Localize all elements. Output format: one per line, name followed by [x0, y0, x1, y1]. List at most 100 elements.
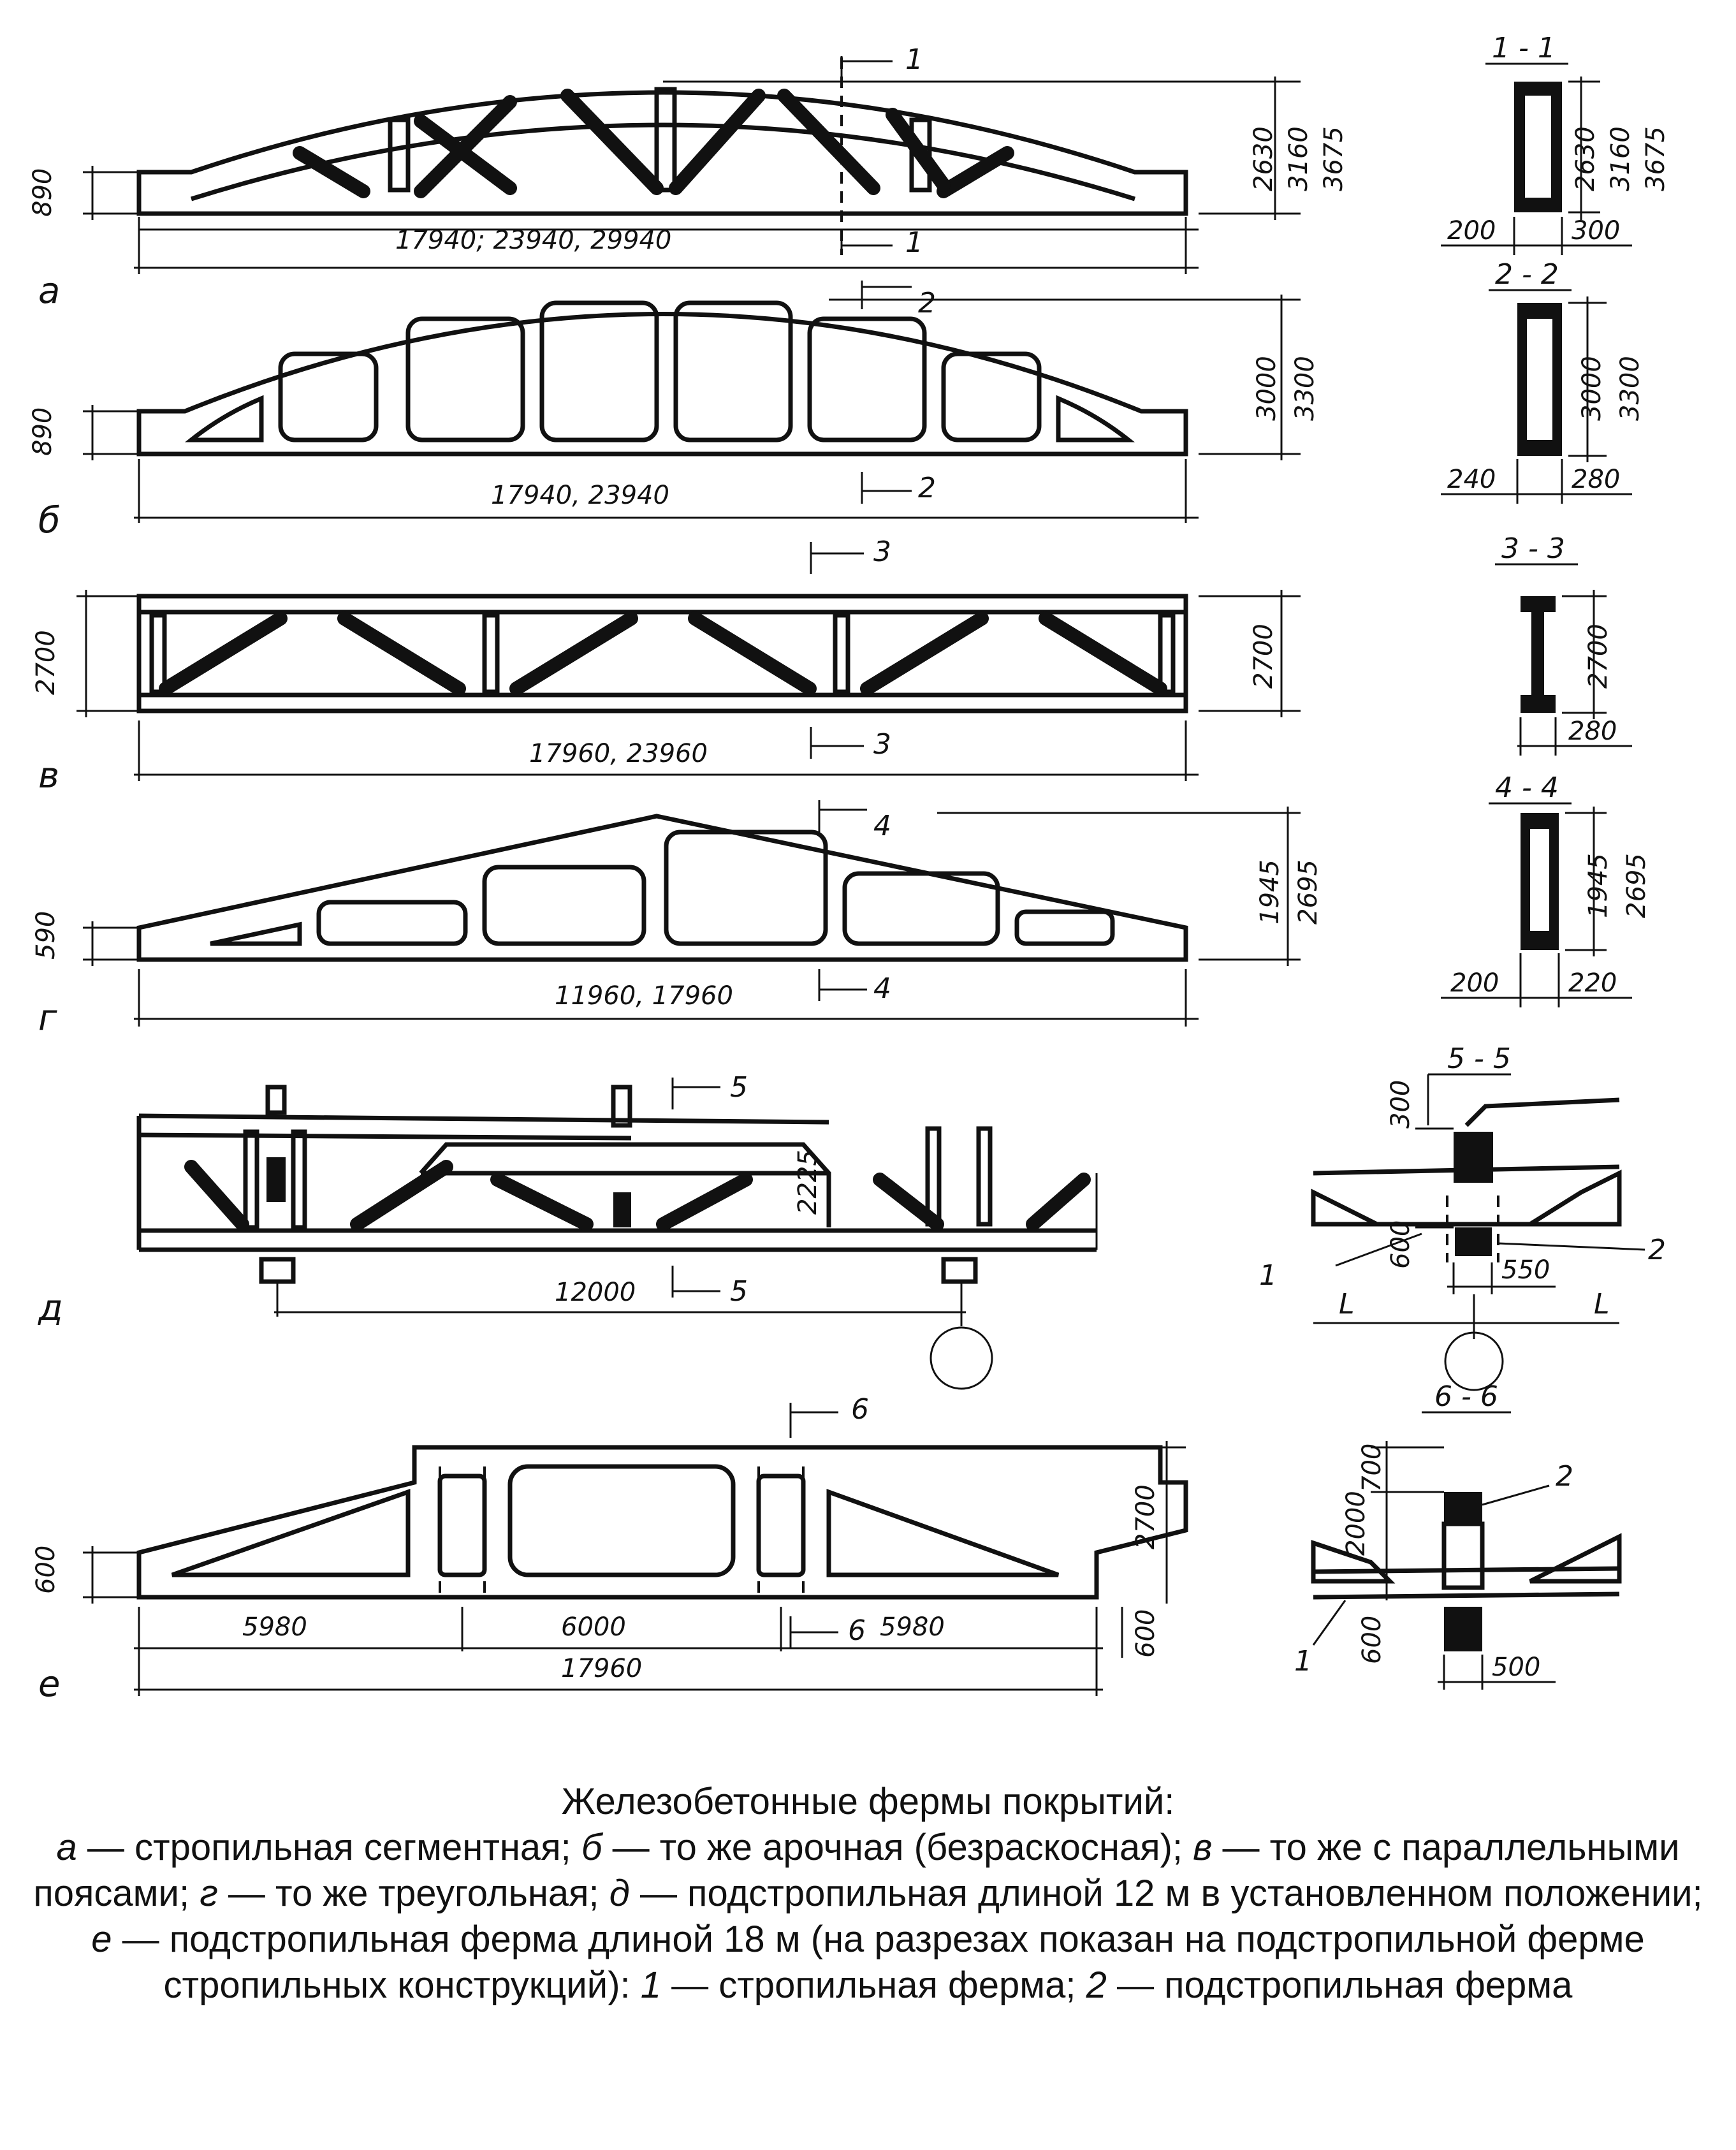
- section-title-5-5: 5 - 5: [1447, 1042, 1511, 1075]
- caption-letter-v: в: [1193, 1827, 1213, 1868]
- caption-letter-a: а: [56, 1827, 77, 1868]
- section-mark-g-bottom: 4: [873, 972, 891, 1005]
- support-height-a: 890: [28, 168, 57, 217]
- callout-e-2: 2: [1556, 1460, 1573, 1493]
- height-v-right: 2700: [1249, 624, 1278, 689]
- support-height-e: 600: [31, 1546, 61, 1594]
- section-dim-3-3: 280: [1568, 717, 1617, 746]
- height-g-2: 2695: [1294, 859, 1323, 925]
- section-dim-6-6-bottom: 600: [1357, 1616, 1387, 1664]
- section-height-2-2-b: 3300: [1616, 356, 1645, 421]
- section-title-2-2: 2 - 2: [1495, 258, 1559, 291]
- section-mark-e-bottom: 6: [848, 1614, 866, 1647]
- callout-d-1: 1: [1259, 1259, 1277, 1292]
- section-dim-5-5-top: 300: [1386, 1080, 1415, 1129]
- height-a-1: 2630: [1249, 126, 1278, 191]
- section-1-1: 1 - 1 2630 3160 3675 200 300: [1441, 32, 1670, 255]
- section-title-4-4: 4 - 4: [1495, 772, 1559, 804]
- panel-letter-v: в: [38, 755, 59, 796]
- section-title-3-3: 3 - 3: [1501, 532, 1565, 565]
- truss-b-arched: [136, 300, 1188, 457]
- caption-title: Железобетонные фермы покрытий:: [561, 1781, 1175, 1822]
- span-e-2: 6000: [561, 1612, 626, 1642]
- section-dim-4-4-left: 200: [1450, 969, 1499, 998]
- truss-b-dimensions: 17940, 23940 890 3000 3300 б 2 2: [28, 281, 1320, 541]
- section-height-1-1-c: 3675: [1641, 126, 1670, 191]
- section-6-6: 6 - 6 700 2000 600 500 2 1: [1294, 1380, 1622, 1690]
- section-dim-2-2-right: 280: [1572, 465, 1620, 494]
- section-5-5: 5 - 5 300 600 550 L L 1 2: [1259, 1042, 1666, 1391]
- truss-a-dimensions: 17940; 23940, 29940 890 2630 3160 3675 а…: [28, 43, 1348, 312]
- caption-text-d: — подстропильная длиной 12 м в установле…: [629, 1873, 1703, 1914]
- section-3-3: 3 - 3 2700 280: [1495, 532, 1632, 756]
- caption-num-1: 1: [640, 1964, 662, 2006]
- caption-letter-g: г: [200, 1873, 218, 1914]
- height-a-3: 3675: [1319, 126, 1348, 191]
- axis-label-right: L: [1594, 1288, 1610, 1320]
- section-mark-e-top: 6: [851, 1393, 869, 1426]
- section-dim-5-5-width: 550: [1501, 1255, 1550, 1285]
- section-mark-d-top: 5: [730, 1071, 748, 1104]
- caption-body: а — стропильная сегментная; б — то же ар…: [26, 1825, 1710, 2008]
- section-height-4-4-a: 1945: [1584, 853, 1613, 918]
- height-b-2: 3300: [1290, 356, 1320, 421]
- section-mark-b-top: 2: [918, 287, 936, 319]
- section-mark-a-top: 1: [905, 43, 923, 76]
- panel-letter-e: е: [38, 1664, 60, 1705]
- caption-text-b: — то же арочная (безраскосная);: [602, 1827, 1193, 1868]
- caption-text-g: — то же треугольная;: [217, 1873, 609, 1914]
- section-dim-6-6-mid: 2000: [1341, 1491, 1371, 1556]
- caption-text-2: — подстропильная ферма: [1106, 1964, 1573, 2006]
- section-mark-v-top: 3: [873, 536, 891, 568]
- truss-a-segmental: [136, 57, 1188, 255]
- panel-letter-d: д: [38, 1287, 63, 1329]
- caption-text-e: — подстропильная ферма длиной 18 м (на р…: [112, 1919, 1645, 2006]
- caption-text-a: — стропильная сегментная;: [77, 1827, 581, 1868]
- truss-e-subrafter-18m: [136, 1445, 1188, 1600]
- section-height-4-4-b: 2695: [1622, 853, 1651, 918]
- panel-letter-g: г: [38, 997, 57, 1039]
- span-a: 17940; 23940, 29940: [395, 226, 671, 255]
- section-mark-a-bottom: 1: [905, 226, 923, 259]
- height-a-2: 3160: [1284, 126, 1313, 191]
- truss-d-subrafter-12m: [136, 1085, 1098, 1390]
- span-v: 17960, 23960: [529, 739, 708, 768]
- support-height-g: 590: [31, 911, 61, 960]
- caption-num-2: 2: [1086, 1964, 1107, 2006]
- panel-letter-a: а: [38, 270, 60, 312]
- height-d: 2225: [793, 1150, 822, 1215]
- callout-d-2: 2: [1648, 1234, 1666, 1266]
- truss-v-dimensions: 17960, 23960 2700 2700 в 3 3: [31, 536, 1301, 796]
- section-title-6-6: 6 - 6: [1434, 1380, 1498, 1413]
- section-height-2-2-a: 3000: [1577, 356, 1607, 421]
- section-mark-d-bottom: 5: [730, 1275, 748, 1308]
- section-height-1-1-a: 2630: [1571, 126, 1600, 191]
- section-4-4: 4 - 4 1945 2695 200 220: [1441, 772, 1651, 1007]
- caption-text-v: — то же с параллельными поясами;: [33, 1827, 1680, 1914]
- span-g: 11960, 17960: [555, 981, 733, 1011]
- truss-g-triangular: [136, 814, 1188, 962]
- span-e-3: 5980: [880, 1612, 945, 1642]
- height-v-left: 2700: [31, 630, 61, 695]
- truss-v-parallel: [136, 594, 1188, 713]
- section-title-1-1: 1 - 1: [1492, 32, 1556, 64]
- span-d: 12000: [555, 1278, 636, 1307]
- caption-text-1: — стропильная ферма;: [661, 1964, 1086, 2006]
- figure-caption: Железобетонные фермы покрытий: а — строп…: [26, 1779, 1710, 2008]
- panel-letter-b: б: [38, 500, 61, 541]
- height-e: 2700: [1131, 1484, 1160, 1549]
- span-e-1: 5980: [242, 1612, 307, 1642]
- truss-g-dimensions: 11960, 17960 590 1945 2695 г 4 4: [31, 800, 1323, 1039]
- section-mark-b-bottom: 2: [918, 472, 936, 504]
- caption-letter-b: б: [581, 1827, 602, 1868]
- height-b-1: 3000: [1252, 356, 1281, 421]
- section-dim-1-1-left: 200: [1447, 216, 1496, 245]
- section-dim-2-2-left: 240: [1447, 465, 1496, 494]
- section-mark-g-top: 4: [873, 810, 891, 842]
- section-dim-6-6-width: 500: [1492, 1653, 1540, 1682]
- section-height-1-1-b: 3160: [1606, 126, 1635, 191]
- support-height-b: 890: [28, 407, 57, 456]
- caption-letter-d: д: [609, 1873, 630, 1914]
- truss-e-dimensions: 5980 6000 5980 17960 600 2700 600 е 6 6: [31, 1393, 1186, 1705]
